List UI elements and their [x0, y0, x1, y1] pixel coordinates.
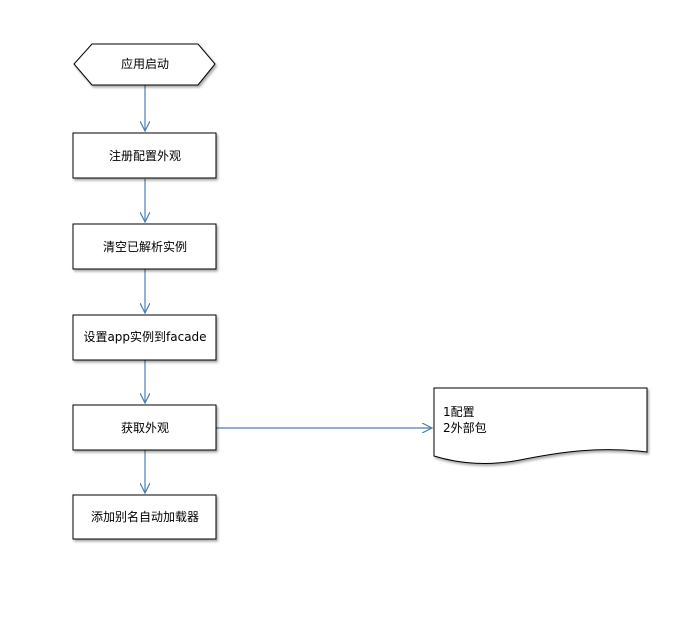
document-note: 1配置 2外部包 — [433, 387, 648, 464]
process-step-1-box — [72, 132, 217, 179]
process-step-2-box — [72, 223, 217, 270]
process-step-5-label: 添加别名自动加载器 — [91, 509, 199, 524]
process-step-4-label: 获取外观 — [121, 421, 169, 435]
process-step-5: 添加别名自动加载器 — [72, 494, 217, 540]
process-step-4: 获取外观 — [72, 404, 217, 451]
process-step-2: 清空已解析实例 — [72, 223, 217, 270]
process-step-2-label: 清空已解析实例 — [103, 239, 187, 254]
process-step-1-label: 注册配置外观 — [109, 148, 181, 163]
connectors — [145, 85, 432, 493]
process-step-3: 设置app实例到facade — [72, 314, 217, 361]
process-step-3-label: 设置app实例到facade — [83, 329, 206, 344]
process-step-5-box — [72, 494, 217, 540]
document-note-line-1: 1配置 — [443, 405, 475, 419]
process-step-4-box — [72, 404, 217, 451]
document-note-shape — [433, 387, 648, 464]
process-step-3-box — [72, 314, 217, 361]
start-node-label: 应用启动 — [121, 56, 169, 71]
process-step-1: 注册配置外观 — [72, 132, 217, 179]
start-node-shape — [73, 43, 216, 86]
start-node: 应用启动 — [73, 43, 216, 86]
document-note-line-2: 2外部包 — [443, 420, 487, 435]
